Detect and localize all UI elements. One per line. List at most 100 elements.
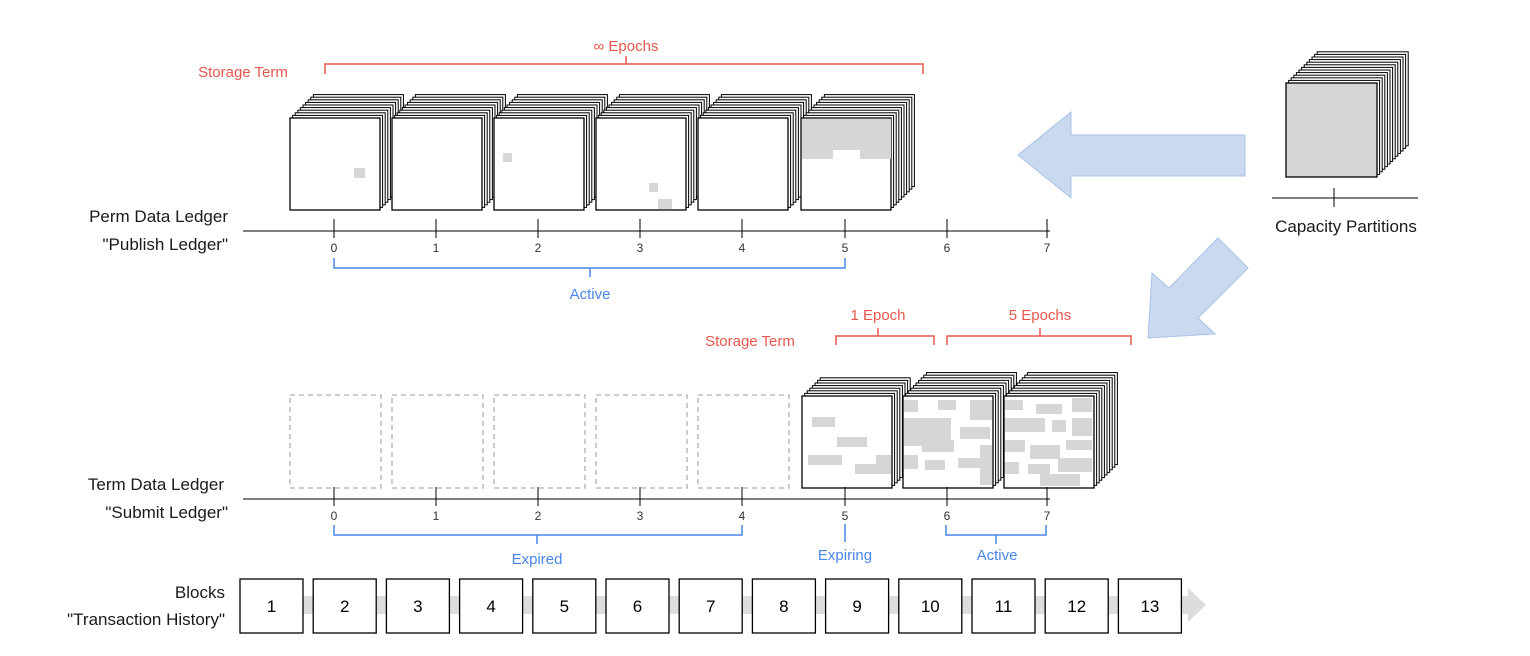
- block-box: [1044, 578, 1109, 634]
- active-partition-7: [1003, 372, 1118, 489]
- term-tick-label-0: 0: [331, 509, 338, 523]
- block-9: 9: [824, 578, 890, 634]
- data-chunk: [1005, 462, 1019, 474]
- data-chunk: [1030, 445, 1060, 459]
- term-one-epoch-bracket: [835, 335, 935, 345]
- term-ledger-name: Term Data Ledger: [88, 475, 224, 494]
- block-label: 7: [706, 597, 715, 616]
- data-chunk: [958, 458, 992, 468]
- term-ledger-alias: "Submit Ledger": [105, 503, 228, 522]
- perm-tick-label-4: 4: [739, 241, 746, 255]
- block-box: [605, 578, 670, 634]
- data-chunk: [876, 455, 891, 464]
- data-chunk: [354, 168, 365, 178]
- data-chunk: [658, 199, 672, 209]
- perm-partition-5: [800, 94, 915, 211]
- expired-partition-4: [697, 394, 790, 489]
- data-chunk: [802, 119, 891, 150]
- perm-ledger-name: Perm Data Ledger: [89, 207, 228, 226]
- block-box: [239, 578, 304, 634]
- block-box: [312, 578, 377, 634]
- perm-active-label: Active: [570, 286, 611, 303]
- data-chunk: [802, 150, 833, 159]
- term-expiring-label: Expiring: [818, 547, 872, 564]
- perm-storage-bracket: [324, 63, 924, 74]
- block-7: 7: [678, 578, 743, 634]
- expired-partition-3: [595, 394, 688, 489]
- block-box: [532, 578, 597, 634]
- data-chunk: [837, 437, 867, 447]
- partition-front: [289, 117, 381, 211]
- expired-partition-2: [493, 394, 586, 489]
- data-chunk: [904, 400, 918, 412]
- perm-tick-label-3: 3: [637, 241, 644, 255]
- perm-ledger-alias: "Publish Ledger": [103, 235, 228, 254]
- data-chunk: [1072, 398, 1092, 412]
- block-5: 5: [532, 578, 597, 634]
- data-chunk: [649, 183, 658, 192]
- block-label: 8: [779, 597, 788, 616]
- block-label: 3: [413, 597, 422, 616]
- block-label: 2: [340, 597, 349, 616]
- term-tick-label-7: 7: [1044, 509, 1051, 523]
- data-chunk: [1005, 418, 1045, 432]
- perm-tick-label-1: 1: [433, 241, 440, 255]
- term-tick-label-6: 6: [944, 509, 951, 523]
- block-12: 12: [1044, 578, 1109, 634]
- partition-front: [697, 117, 789, 211]
- data-chunk: [1066, 440, 1092, 450]
- data-chunk: [1028, 464, 1050, 474]
- perm-tick-label-7: 7: [1044, 241, 1051, 255]
- data-chunk: [925, 460, 945, 470]
- data-chunk: [1052, 420, 1066, 432]
- block-13: 13: [1117, 578, 1183, 634]
- block-box: [458, 578, 524, 634]
- data-chunk: [922, 440, 954, 452]
- data-chunk: [1005, 440, 1025, 452]
- perm-epochs-label: ∞ Epochs: [594, 38, 659, 55]
- capacity-label: Capacity Partitions: [1275, 217, 1417, 236]
- data-chunk: [970, 400, 992, 420]
- perm-tick-label-6: 6: [944, 241, 951, 255]
- perm-partition-4: [697, 94, 812, 211]
- block-label: 10: [921, 597, 940, 616]
- block-3: 3: [385, 578, 451, 634]
- term-storage-term-label: Storage Term: [705, 333, 795, 350]
- blocks-alias: "Transaction History": [67, 610, 225, 629]
- active-partition-6: [902, 372, 1017, 489]
- partition-front: [493, 117, 585, 211]
- block-10: 10: [898, 578, 963, 634]
- block-box: [751, 578, 817, 634]
- block-label: 4: [486, 597, 495, 616]
- block-label: 6: [633, 597, 642, 616]
- data-chunk: [1005, 400, 1023, 410]
- term-expired-label: Expired: [512, 551, 563, 568]
- data-chunk: [960, 427, 990, 439]
- perm-storage-term-label: Storage Term: [198, 64, 288, 81]
- term-five-epochs-label: 5 Epochs: [1009, 307, 1072, 324]
- data-chunk: [808, 455, 842, 465]
- data-chunk: [938, 400, 956, 410]
- term-five-epochs-bracket: [946, 335, 1132, 345]
- block-8: 8: [751, 578, 817, 634]
- term-one-epoch-label: 1 Epoch: [850, 307, 905, 324]
- perm-active-bracket: [333, 258, 846, 269]
- data-chunk: [980, 445, 992, 485]
- capacity-partition-stack: [1285, 51, 1409, 178]
- data-chunk: [812, 417, 835, 427]
- data-chunk: [1058, 458, 1092, 472]
- block-label: 11: [995, 597, 1013, 616]
- perm-tick-label-0: 0: [331, 241, 338, 255]
- data-chunk: [503, 153, 512, 162]
- perm-partition-0: [289, 94, 404, 211]
- data-chunk: [904, 455, 918, 469]
- data-chunk: [1036, 404, 1062, 414]
- blocks-name: Blocks: [175, 583, 225, 602]
- block-label: 13: [1140, 597, 1159, 616]
- block-box: [824, 578, 890, 634]
- block-label: 12: [1067, 597, 1086, 616]
